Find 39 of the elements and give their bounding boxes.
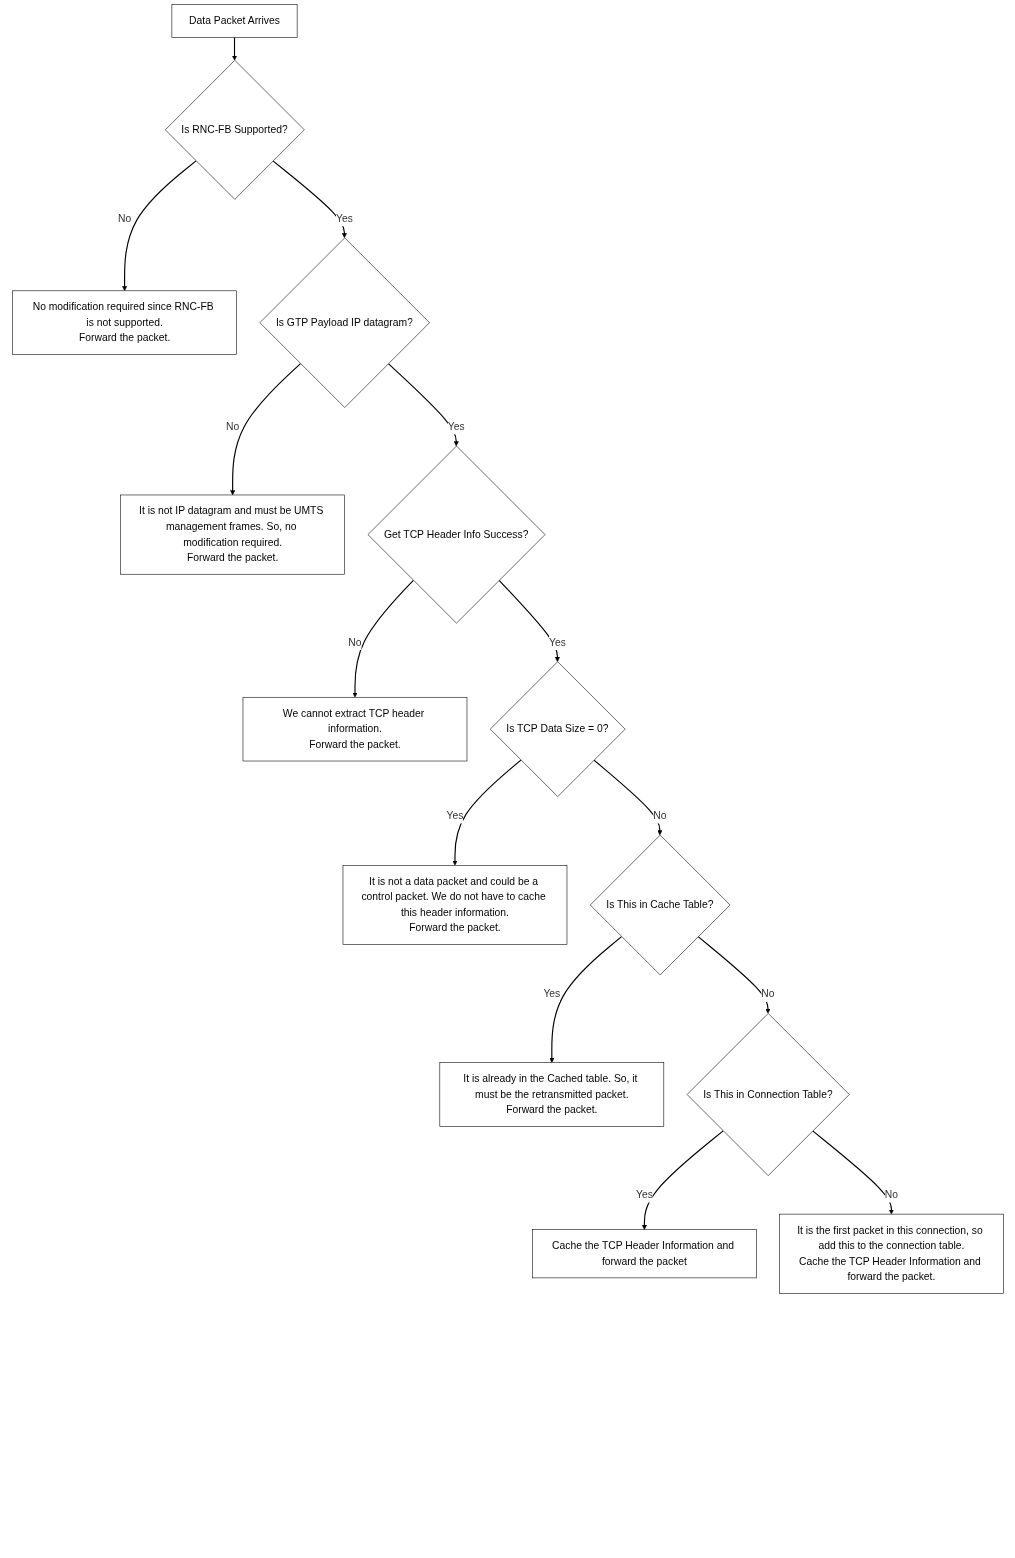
node-box: No modification required since RNC-FB is not supported. Forward the packet. bbox=[11, 290, 237, 355]
edge-label: No bbox=[652, 809, 666, 822]
edge-label: No bbox=[225, 420, 239, 433]
edge-label: No bbox=[347, 636, 362, 648]
arrow bbox=[641, 1130, 724, 1230]
arrow bbox=[697, 936, 770, 1014]
arrow bbox=[229, 363, 301, 496]
edge-label: Yes bbox=[548, 636, 566, 648]
node-box: It is already in the Cached table. So, it must be the retransmitted packet. Forward the packet. bbox=[439, 1062, 664, 1127]
node-diamond: Is RNC-FB Supported? bbox=[164, 60, 305, 200]
node-box: It is the first packet in this connection, so add this to the connection table. Cache the TCP Header Information and forward the packet. bbox=[778, 1213, 1004, 1294]
edge-label: Yes bbox=[446, 809, 463, 822]
arrow bbox=[271, 160, 347, 239]
node-diamond: Is GTP Payload IP datagram? bbox=[259, 237, 430, 408]
node-diamond: Is This in Connection Table? bbox=[686, 1013, 850, 1176]
node-diamond: Is TCP Data Size = 0? bbox=[489, 661, 625, 797]
arrow bbox=[387, 363, 459, 447]
arrow bbox=[451, 759, 521, 866]
node-diamond: Get TCP Header Info Success? bbox=[367, 445, 545, 624]
arrow bbox=[121, 160, 197, 292]
arrow bbox=[231, 36, 237, 61]
arrow bbox=[811, 1130, 894, 1215]
node-box: It is not a data packet and could be a control packet. We do not have to cache this header information. Forward the packet. bbox=[342, 865, 567, 945]
edge-label: Yes bbox=[335, 212, 353, 225]
node-box: Cache the TCP Header Information and forward the packet bbox=[531, 1229, 757, 1279]
arrow bbox=[592, 759, 662, 836]
node-box: Data Packet Arrives bbox=[171, 4, 297, 38]
arrow bbox=[351, 579, 414, 698]
edge-label: No bbox=[884, 1188, 898, 1201]
node-diamond: Is This in Cache Table? bbox=[589, 834, 730, 976]
edge-label: Yes bbox=[635, 1188, 653, 1201]
edge-label: No bbox=[117, 212, 131, 225]
node-box: We cannot extract TCP header information. Forward the packet. bbox=[242, 696, 467, 762]
arrow bbox=[498, 579, 560, 662]
edge-label: Yes bbox=[542, 988, 560, 1000]
node-box: It is not IP datagram and must be UMTS management frames. So, no modification required. Forward the packet. bbox=[119, 494, 345, 575]
edge-label: Yes bbox=[447, 420, 465, 433]
arrow bbox=[548, 936, 622, 1063]
edge-label: No bbox=[760, 988, 775, 1000]
